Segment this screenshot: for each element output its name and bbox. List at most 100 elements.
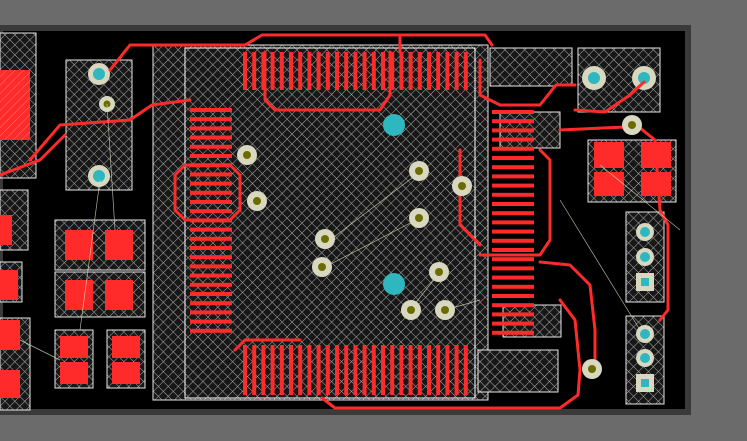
ic-pin-right (492, 128, 534, 133)
ic-pin-left (190, 264, 232, 269)
mounting-drill-holes (383, 114, 405, 295)
ic-pin-bottom (399, 345, 404, 395)
ic-pin-bottom (362, 345, 367, 395)
ic-pin-right (492, 156, 534, 160)
ic-pin-left (190, 190, 232, 195)
ic-pin-left (190, 273, 232, 278)
main-ic-footprint[interactable] (152, 44, 489, 401)
ic-pin-left (190, 181, 232, 186)
ic-pin-bottom (335, 345, 339, 395)
ic-pin-right (492, 202, 534, 206)
ic-pin-left (190, 236, 232, 241)
ic-pin-top (417, 52, 422, 90)
ic-pin-left (190, 319, 232, 324)
ic-pin-left (190, 108, 232, 112)
ic-pin-left (190, 246, 232, 250)
ic-pin-top (279, 52, 284, 90)
ic-pin-right (492, 321, 534, 326)
ic-pin-right (492, 229, 534, 234)
ic-pin-right (492, 220, 534, 225)
via-array[interactable] (237, 115, 642, 379)
ic-pin-right (492, 248, 534, 252)
ic-pin-bottom (353, 345, 358, 395)
ic-pin-right (492, 110, 534, 114)
ic-pin-top (408, 52, 413, 90)
ic-pin-bottom (270, 345, 275, 395)
via-hole (318, 263, 326, 271)
via-hole (441, 306, 449, 314)
ic-pin-left (190, 209, 232, 214)
via-hole (407, 306, 415, 314)
via-hole (243, 151, 251, 159)
ic-pin-right (492, 165, 534, 170)
via-hole (415, 214, 423, 222)
ic-pin-top (399, 52, 404, 90)
ic-pin-left (190, 117, 232, 122)
ic-pin-left (190, 310, 232, 315)
ic-pin-right (492, 183, 534, 188)
ic-pin-right (492, 119, 534, 124)
ic-pin-bottom (325, 345, 330, 395)
ic-pin-left (190, 154, 232, 158)
ic-pin-bottom (279, 345, 284, 395)
ic-pin-top (261, 52, 266, 90)
ic-pin-top (445, 52, 450, 90)
ic-pin-left (190, 200, 232, 204)
ic-pin-bottom (436, 345, 441, 395)
via-hole (253, 197, 261, 205)
ic-pin-top (316, 52, 321, 90)
ic-pin-top (325, 52, 330, 90)
ic-pin-bottom (252, 345, 257, 395)
ic-pin-right (492, 257, 534, 262)
ic-pin-left (190, 328, 232, 333)
ic-pin-right (492, 192, 534, 197)
ic-pin-top (252, 52, 257, 90)
ic-pin-top (335, 52, 339, 90)
ic-pin-left (190, 282, 232, 287)
ic-pin-left (190, 135, 232, 140)
ic-pin-top (298, 52, 303, 90)
ic-pin-bottom (298, 345, 303, 395)
ic-pin-top (270, 52, 275, 90)
ic-pin-bottom (243, 345, 247, 395)
via-hole (628, 121, 636, 129)
ic-pin-bottom (371, 345, 376, 395)
right-components[interactable] (477, 47, 677, 405)
ic-pin-top (307, 52, 312, 90)
ic-pin-right (492, 266, 534, 271)
ic-pin-top (362, 52, 367, 90)
ic-pin-right (492, 303, 534, 308)
via-hole (588, 365, 596, 373)
ic-pin-right (492, 330, 534, 335)
ic-pin-left (190, 227, 232, 232)
ic-pin-bottom (408, 345, 413, 395)
via-hole (321, 235, 329, 243)
ic-pin-bottom (289, 345, 293, 395)
via-hole (458, 182, 466, 190)
ic-pin-top (427, 52, 431, 90)
ic-pin-top (454, 52, 459, 90)
left-edge-connectors[interactable] (0, 32, 37, 411)
passive-components-left[interactable] (54, 219, 146, 389)
ic-pin-right (492, 294, 534, 298)
ic-pin-right (492, 275, 534, 280)
ic-pin-bottom (316, 345, 321, 395)
ic-pin-left (190, 301, 232, 306)
ic-pin-top (390, 52, 395, 90)
ic-pin-left (190, 292, 232, 296)
ic-pin-array (190, 52, 534, 395)
ic-pin-right (492, 137, 534, 142)
ic-pin-top (436, 52, 441, 90)
ic-pin-left (190, 144, 232, 149)
ic-pin-left (190, 126, 232, 131)
ic-pin-right (492, 146, 534, 151)
ic-pin-bottom (344, 345, 349, 395)
ic-pin-bottom (463, 345, 468, 395)
ic-pin-bottom (261, 345, 266, 395)
ic-pin-bottom (454, 345, 459, 395)
ic-pin-bottom (427, 345, 431, 395)
ic-pin-top (243, 52, 247, 90)
ic-pin-right (492, 174, 534, 179)
ic-pin-left (190, 255, 232, 260)
